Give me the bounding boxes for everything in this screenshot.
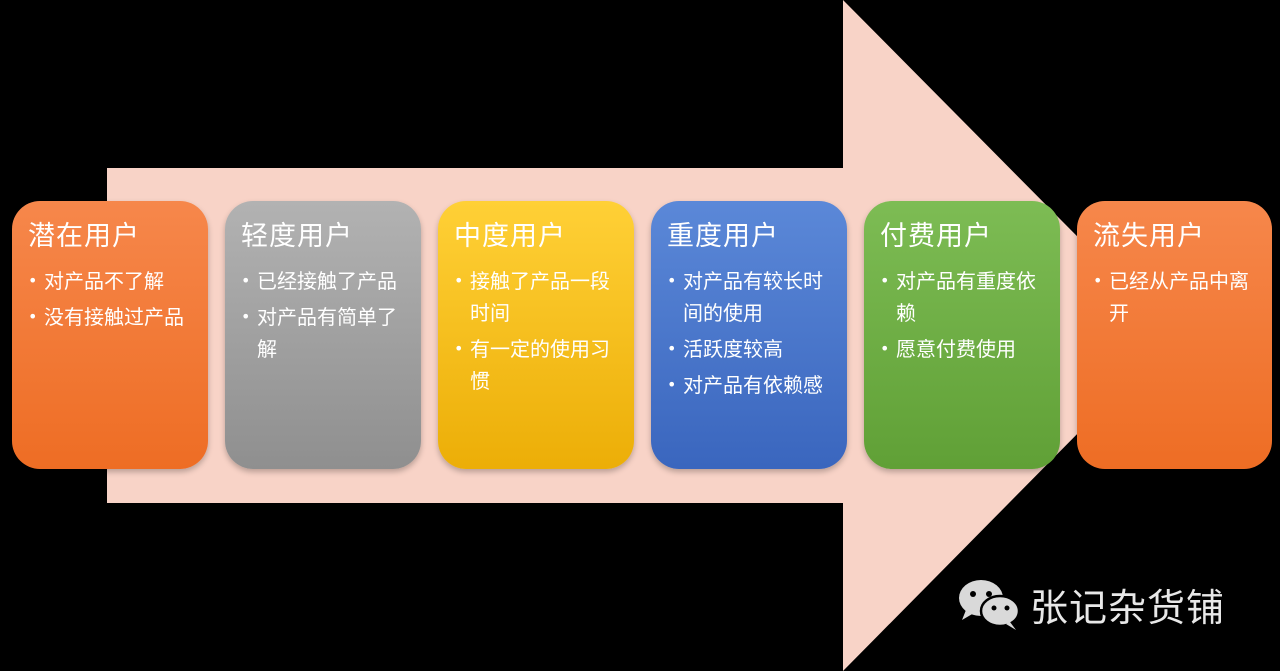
- stage-bullets: 对产品有较长时间的使用 活跃度较高 对产品有依赖感: [667, 265, 833, 401]
- stage-card-churned: 流失用户 已经从产品中离开: [1077, 201, 1272, 469]
- stage-bullet: 已经接触了产品: [241, 265, 407, 297]
- stage-title: 中度用户: [454, 221, 566, 252]
- stage-bullet: 对产品有较长时间的使用: [667, 265, 833, 329]
- stage-bullet: 已经从产品中离开: [1093, 265, 1258, 329]
- stage-bullet: 对产品不了解: [28, 265, 194, 297]
- stage-bullets: 已经接触了产品 对产品有简单了解: [241, 265, 407, 365]
- stage-card-moderate: 中度用户 接触了产品一段时间 有一定的使用习惯: [438, 201, 634, 469]
- stage-bullets: 接触了产品一段时间 有一定的使用习惯: [454, 265, 620, 397]
- stage-bullets: 已经从产品中离开: [1093, 265, 1258, 329]
- stage-bullets: 对产品不了解 没有接触过产品: [28, 265, 194, 333]
- stage-bullet: 愿意付费使用: [880, 333, 1046, 365]
- watermark-text: 张记杂货铺: [1030, 585, 1226, 630]
- stage-card-light: 轻度用户 已经接触了产品 对产品有简单了解: [225, 201, 421, 469]
- stage-bullet: 没有接触过产品: [28, 301, 194, 333]
- stage-title: 重度用户: [667, 221, 779, 252]
- stage-title: 流失用户: [1093, 221, 1205, 252]
- watermark: 张记杂货铺: [956, 574, 1225, 634]
- stage-card-heavy: 重度用户 对产品有较长时间的使用 活跃度较高 对产品有依赖感: [651, 201, 847, 469]
- stage-card-paying: 付费用户 对产品有重度依赖 愿意付费使用: [864, 201, 1060, 469]
- stage-bullet: 活跃度较高: [667, 333, 833, 365]
- wechat-icon: [959, 580, 1021, 630]
- stage-title: 付费用户: [880, 221, 992, 252]
- stage-title: 潜在用户: [28, 221, 140, 252]
- stage-bullet: 对产品有依赖感: [667, 369, 833, 401]
- stage-bullet: 对产品有重度依赖: [880, 265, 1046, 329]
- stage-bullet: 对产品有简单了解: [241, 301, 407, 365]
- stage-card-potential: 潜在用户 对产品不了解 没有接触过产品: [12, 201, 208, 469]
- stage-title: 轻度用户: [241, 221, 353, 252]
- stage-bullet: 接触了产品一段时间: [454, 265, 620, 329]
- stage-bullet: 有一定的使用习惯: [454, 333, 620, 397]
- stage-bullets: 对产品有重度依赖 愿意付费使用: [880, 265, 1046, 365]
